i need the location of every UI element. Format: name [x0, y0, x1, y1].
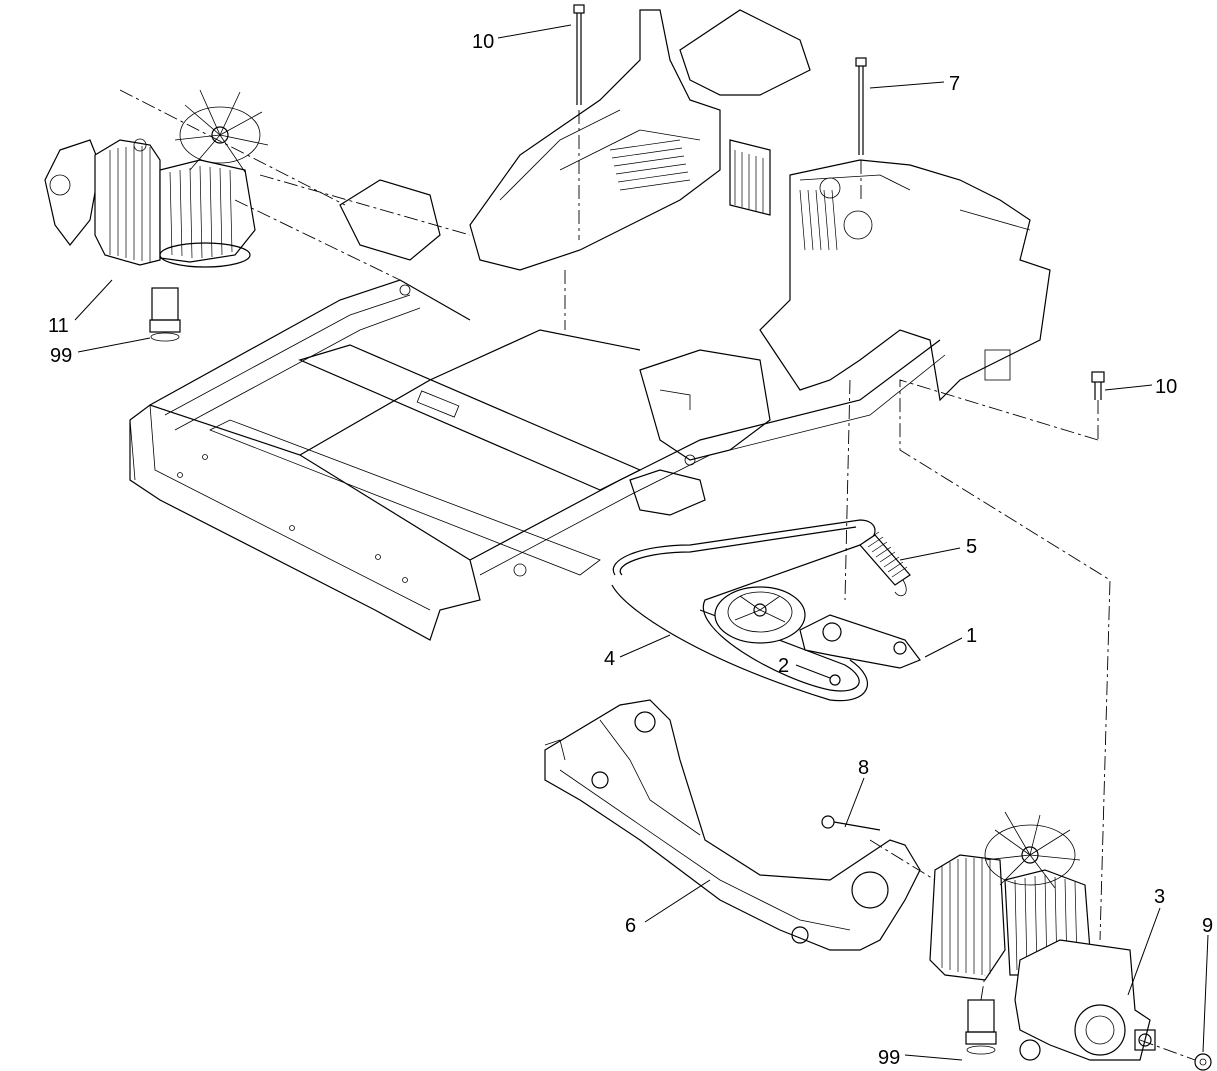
callout-11: 11 — [48, 315, 69, 337]
hydro-pump-left — [44, 89, 269, 342]
callout-8: 8 — [858, 757, 869, 779]
bolt-7 — [855, 57, 867, 155]
assembly-guide-lines — [119, 89, 1196, 1061]
hydro-pump-right — [929, 811, 1212, 1071]
callout-10-right: 10 — [1155, 376, 1177, 398]
callout-10-top: 10 — [472, 31, 494, 53]
callout-1: 1 — [966, 625, 977, 647]
idler-pulley-assembly — [714, 586, 921, 686]
callout-99-left: 99 — [50, 345, 72, 367]
callout-9: 9 — [1202, 915, 1213, 937]
drive-belt — [611, 519, 876, 702]
chassis-frame — [129, 9, 1051, 641]
callout-99-right: 99 — [878, 1047, 900, 1069]
callout-3: 3 — [1154, 886, 1165, 908]
callout-5: 5 — [966, 536, 977, 558]
callout-labels: 10 7 11 99 10 5 1 4 2 8 6 3 9 99 — [48, 31, 1213, 1069]
callout-2: 2 — [778, 655, 789, 677]
callout-6: 6 — [625, 915, 636, 937]
tension-spring — [859, 531, 911, 597]
bolt-10-right — [1091, 371, 1105, 400]
bolt-10-top — [573, 4, 585, 105]
callout-4: 4 — [604, 648, 615, 670]
callout-leaders — [74, 24, 1209, 1061]
pump-mount-bracket — [544, 699, 921, 951]
callout-7: 7 — [949, 73, 960, 95]
